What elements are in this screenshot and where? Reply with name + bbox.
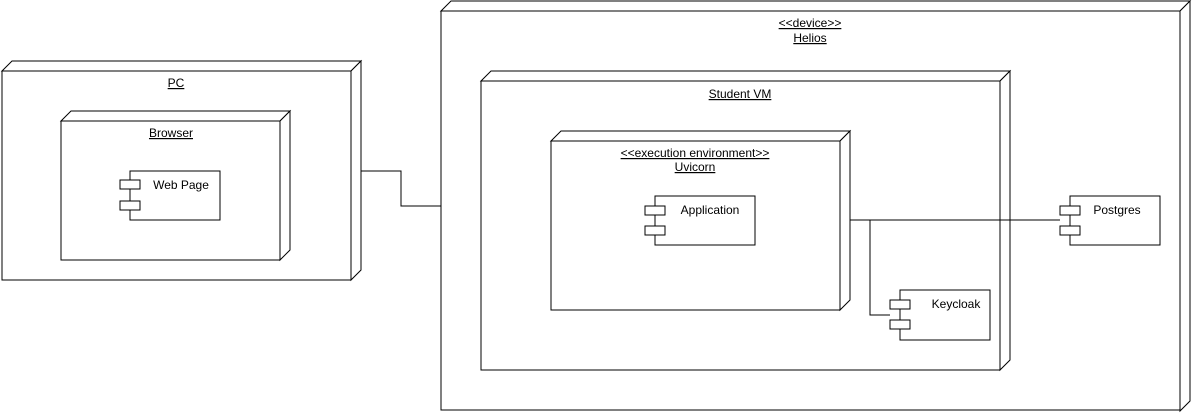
application-label: Application xyxy=(681,203,740,217)
component-port-icon xyxy=(119,200,141,211)
uvicorn-stereotype: <<execution environment>> xyxy=(621,146,770,160)
postgres-label: Postgres xyxy=(1093,203,1140,217)
helios-label: Helios xyxy=(793,31,826,45)
application-component[interactable]: Application xyxy=(644,195,756,246)
component-port-icon xyxy=(644,225,666,236)
keycloak-label: Keycloak xyxy=(932,297,982,311)
component-port-icon xyxy=(1059,225,1081,236)
uvicorn-keycloak-connector xyxy=(869,220,890,316)
web-page-component[interactable]: Web Page xyxy=(119,170,221,221)
uvicorn-label: Uvicorn xyxy=(675,160,716,174)
component-port-icon xyxy=(889,319,911,330)
browser-label: Browser xyxy=(149,126,193,140)
keycloak-component[interactable]: Keycloak xyxy=(889,289,991,341)
component-port-icon xyxy=(1059,205,1081,216)
postgres-component[interactable]: Postgres xyxy=(1059,195,1161,246)
web-page-label: Web Page xyxy=(153,178,209,192)
helios-stereotype: <<device>> xyxy=(779,16,842,30)
component-port-icon xyxy=(889,299,911,310)
pc-label: PC xyxy=(168,76,185,90)
student-vm-label: Student VM xyxy=(709,87,772,101)
component-port-icon xyxy=(644,205,666,216)
pc-helios-connector xyxy=(361,170,441,207)
component-port-icon xyxy=(119,179,141,190)
